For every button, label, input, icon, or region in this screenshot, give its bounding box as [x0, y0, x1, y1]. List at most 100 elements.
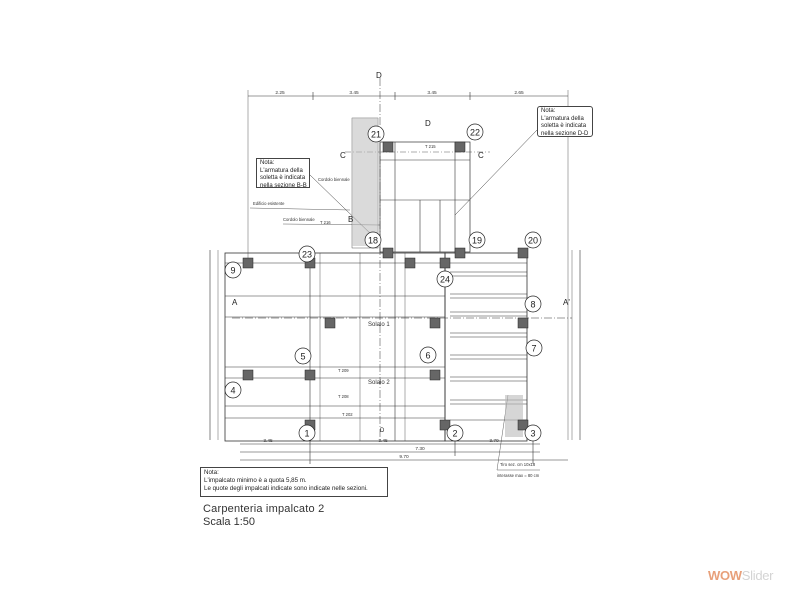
column [454, 141, 466, 153]
drawing-title: Carpenteria impalcato 2 [203, 503, 325, 515]
grid-label-22: 22 [470, 128, 480, 138]
dim-bottom-1: 3.45 [263, 438, 273, 444]
label-solaio-2: Solaio 2 [368, 380, 390, 386]
grid-label-6: 6 [425, 351, 430, 361]
dim-top-4: 2.65 [514, 90, 524, 96]
dim-bottom-2: 3.45 [378, 438, 388, 444]
label-trave-216: T 216 [320, 220, 331, 225]
grid-label-3: 3 [530, 429, 535, 439]
column [324, 317, 336, 329]
grid-bubble-8 [524, 295, 542, 313]
note-left-line3: nella sezione B-B [260, 182, 307, 189]
note-right-line1: L'armatura della [541, 115, 584, 122]
column [517, 317, 529, 329]
grid-bubble-22 [466, 123, 484, 141]
grid-label-2: 2 [452, 429, 457, 439]
note-left-line1: L'armatura della [260, 167, 303, 174]
label-trave-202: T 202 [342, 412, 353, 417]
label-trave-209: T 209 [338, 368, 349, 373]
label-trave-208: T 208 [338, 394, 349, 399]
grid-bubble-9 [224, 261, 242, 279]
column [242, 369, 254, 381]
column [517, 419, 529, 431]
column [439, 257, 451, 269]
dim-bottom-4: 7.30 [415, 446, 425, 452]
column [454, 247, 466, 259]
note-box-right: Nota: L'armatura della soletta è indicat… [537, 106, 593, 137]
grid-bubble-20 [524, 231, 542, 249]
note-right-line3: nella sezione D-D [541, 130, 589, 137]
grid-label-9: 9 [230, 266, 235, 276]
dim-bottom-3: 3.70 [489, 438, 499, 444]
grid-bubble-5 [294, 347, 312, 365]
section-mark-d-bottom: D [380, 428, 385, 434]
label-cordolo-2: Cordolo biennale [283, 217, 315, 222]
column [404, 257, 416, 269]
stair-tower-outline [379, 141, 471, 253]
stair-hatch [505, 395, 523, 437]
column [517, 247, 529, 259]
watermark-part1: WOW [708, 568, 742, 583]
grid-label-4: 4 [230, 386, 235, 396]
section-mark-d-top: D [376, 71, 382, 80]
note-right-heading: Nota: [541, 108, 556, 114]
column [429, 369, 441, 381]
note-left-line2: soletta è indicata [260, 175, 306, 181]
grid-bubble-7 [525, 339, 543, 357]
column [382, 141, 394, 153]
dim-top-1: 2.25 [275, 90, 285, 96]
grid-bubble-2 [446, 424, 464, 442]
drawing-scale: Scala 1:50 [203, 516, 255, 528]
grid-bubble-6 [419, 346, 437, 364]
grid-label-21: 21 [371, 130, 381, 140]
grid-label-20: 20 [528, 236, 538, 246]
label-interasse: interasse max = 80 cm [497, 473, 540, 478]
grid-bubble-23 [298, 245, 316, 263]
grid-bubble-19 [468, 231, 486, 249]
section-mark-a: A [232, 298, 238, 307]
grid-label-5: 5 [300, 352, 305, 362]
grid-bubble-3 [524, 424, 542, 442]
grid-label-23: 23 [302, 250, 312, 260]
dim-bottom-5: 9.70 [399, 454, 409, 460]
section-mark-a-prime: A' [563, 298, 570, 307]
label-cordolo-1: Cordolo biennale [318, 177, 350, 182]
section-mark-d-inner: D [425, 119, 431, 128]
column [439, 419, 451, 431]
grid-label-1: 1 [304, 429, 309, 439]
grid-bubble-4 [224, 381, 242, 399]
title-block: Carpenteria impalcato 2 Scala 1:50 [203, 503, 324, 528]
note-bottom-heading: Nota: [204, 469, 219, 476]
section-mark-c-left: C [340, 151, 346, 160]
grid-bubble-24 [436, 270, 454, 288]
grid-label-7: 7 [531, 344, 536, 354]
column [382, 247, 394, 259]
leader-right-note [454, 129, 538, 216]
dim-top-3: 3.45 [427, 90, 437, 96]
note-bottom-line2: Le quote degli impalcati indicate sono i… [204, 485, 368, 492]
note-left-heading: Nota: [260, 160, 275, 166]
note-bottom-line1: L'impalcato minimo è a quota 5,85 m. [204, 477, 307, 484]
column [304, 369, 316, 381]
label-trave-215: T 215 [425, 144, 436, 149]
note-box-bottom: Nota: L'impalcato minimo è a quota 5,85 … [200, 467, 388, 497]
label-edificio: Edificio esistente [253, 201, 285, 206]
section-mark-c-right: C [478, 151, 484, 160]
grid-label-18: 18 [368, 236, 378, 246]
note-box-left: Nota: L'armatura della soletta è indicat… [256, 158, 310, 189]
label-tiro: Tiro sez. cm 10x18 [500, 462, 536, 467]
slab-outline-main [224, 252, 446, 442]
slider-watermark: WOWSlider [708, 568, 774, 583]
grid-bubble-18 [364, 231, 382, 249]
grid-bubble-1 [298, 424, 316, 442]
column [429, 317, 441, 329]
grid-label-19: 19 [472, 236, 482, 246]
dim-top-2: 3.45 [349, 90, 359, 96]
grid-label-24: 24 [440, 275, 450, 285]
column [242, 257, 254, 269]
grid-label-8: 8 [530, 300, 535, 310]
watermark-part2: Slider [741, 568, 774, 583]
grid-bubble-21 [367, 125, 385, 143]
